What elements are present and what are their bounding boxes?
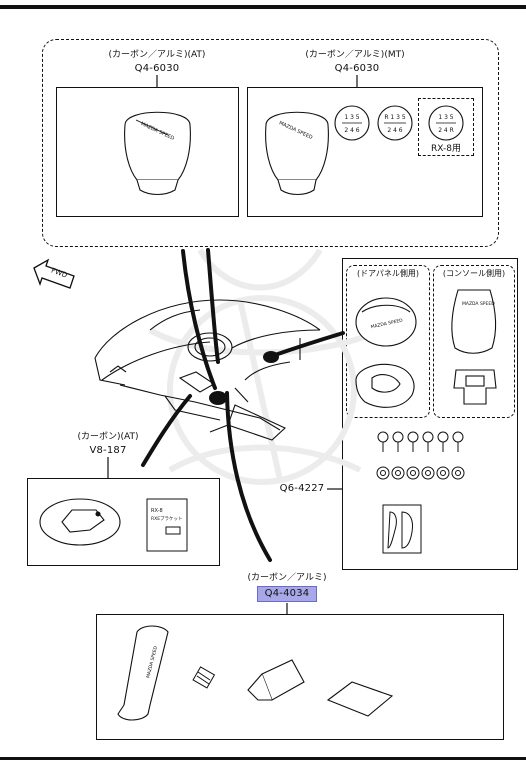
sticker-text: RXEブラケット — [151, 515, 183, 522]
console-dashed — [433, 265, 515, 418]
carbon-at-title: (カーボン)(AT) — [77, 432, 139, 442]
at-knob-title: (カーボン／アルミ)(AT) — [108, 50, 206, 60]
brake-title: (カーボン／アルミ) — [247, 573, 327, 583]
shift-pattern-3: 1 3 5 2 4 R — [428, 105, 464, 141]
shift-pattern-3-top: 1 3 5 — [438, 114, 453, 121]
carbon-at-part-number[interactable]: V8-187 — [89, 445, 127, 456]
at-knob-drawing: MAZDA SPEED — [124, 111, 191, 196]
top-rule — [0, 5, 526, 9]
brake-spring — [192, 666, 216, 689]
adhesive-pad — [326, 681, 394, 717]
brake-handle-drawing: MAZDA SPEED — [117, 625, 169, 721]
carbon-at-sticker — [146, 498, 188, 552]
carbon-at-plate — [39, 498, 121, 546]
callout-curves — [141, 248, 345, 562]
brake-part-number[interactable]: Q4-4034 — [264, 588, 310, 599]
adhesive-tube — [247, 659, 305, 701]
sticker-brand: RX-8 — [151, 508, 163, 514]
at-knob-part-number[interactable]: Q4-6030 — [134, 63, 180, 74]
car-interior-drawing — [94, 299, 321, 441]
mt-knob-drawing: MAZDA SPEED — [265, 111, 329, 196]
shift-pattern-1: 1 3 5 2 4 6 — [334, 105, 370, 141]
shift-pattern-3-bottom: 2 4 R — [438, 127, 454, 134]
console-parts: MAZDA SPEED — [451, 289, 497, 405]
callout-end-right — [263, 351, 279, 363]
mt-knob-title: (カーボン／アルミ)(MT) — [305, 50, 405, 60]
shift-pattern-2-bottom: 2 4 6 — [387, 127, 402, 134]
callout-end-console — [209, 391, 227, 405]
nut-row — [376, 466, 465, 480]
rx8-note: RX-8用 — [426, 144, 466, 155]
shift-pattern-2: R 1 3 5 2 4 6 — [377, 105, 413, 141]
leader-lines — [107, 75, 358, 614]
shift-pattern-1-bottom: 2 4 6 — [344, 127, 359, 134]
mt-knob-part-number[interactable]: Q4-6030 — [334, 63, 380, 74]
console-knob-logo: MAZDA SPEED — [462, 301, 495, 307]
panel-part-number[interactable]: Q6-4227 — [279, 483, 325, 494]
rx8-pattern-box — [418, 98, 474, 156]
fwd-arrow-icon — [33, 258, 75, 289]
tape-card — [382, 504, 422, 554]
door-panel-side-label: (ドアパネル側用) — [356, 269, 420, 278]
shift-pattern-2-top: R 1 3 5 — [384, 114, 406, 121]
shift-pattern-1-top: 1 3 5 — [344, 114, 359, 121]
bottom-rule — [0, 757, 526, 760]
screw-row — [377, 431, 464, 452]
watermark-emblem — [148, 248, 382, 485]
door-panel-parts: MAZDA SPEED — [355, 297, 417, 408]
brake-part-highlight — [257, 586, 317, 602]
console-side-label: (コンソール側用) — [442, 269, 506, 278]
shift-knob-group — [42, 39, 499, 247]
